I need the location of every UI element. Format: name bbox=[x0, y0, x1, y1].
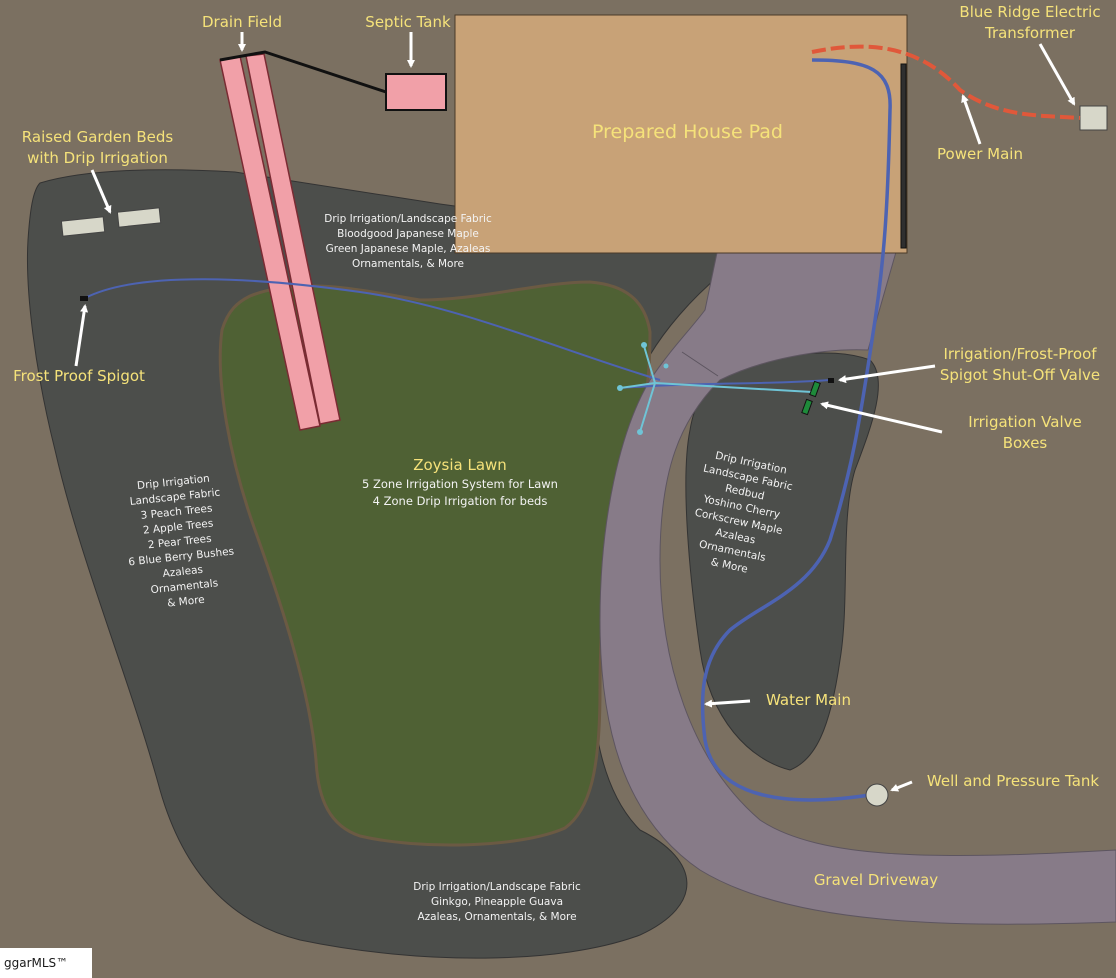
shutoff-valve-label-line-1: Irrigation/Frost-Proof bbox=[943, 345, 1097, 363]
mls-watermark: ggarMLS™ bbox=[0, 948, 92, 978]
valve-boxes-label: Irrigation Valve Boxes bbox=[955, 412, 1095, 454]
power-main-line bbox=[811, 44, 1081, 120]
shutoff-valve-label-line-2: Spigot Shut-Off Valve bbox=[939, 366, 1101, 384]
west-bed-label: Drip Irrigation Landscape Fabric 3 Peach… bbox=[108, 469, 251, 617]
north-bed-line-3: Green Japanese Maple, Azaleas bbox=[325, 243, 491, 255]
transformer-label-line-1: Blue Ridge Electric bbox=[959, 3, 1101, 21]
transformer-label: Blue Ridge Electric Transformer bbox=[950, 2, 1110, 44]
transformer-box bbox=[1079, 105, 1108, 131]
raised-garden-bed-2 bbox=[116, 207, 162, 228]
raised-beds-label-line-2: with Drip Irrigation bbox=[27, 149, 168, 167]
valve-boxes-label-line-2: Boxes bbox=[1002, 434, 1048, 452]
driveway-label: Gravel Driveway bbox=[813, 871, 939, 889]
pointer-arrows bbox=[74, 32, 1076, 792]
well-pressure-tank bbox=[865, 783, 889, 807]
raised-beds-label: Raised Garden Beds with Drip Irrigation bbox=[10, 127, 185, 169]
south-bed-line-3: Azaleas, Ornamentals, & More bbox=[417, 911, 577, 923]
house-pad bbox=[454, 14, 908, 254]
house-pad-label: Prepared House Pad bbox=[592, 121, 783, 143]
shutoff-valve bbox=[828, 378, 834, 383]
transformer-label-line-2: Transformer bbox=[984, 24, 1075, 42]
water-main-line bbox=[700, 58, 892, 802]
water-main-label: Water Main bbox=[766, 691, 851, 709]
lawn-label: Zoysia Lawn 5 Zone Irrigation System for… bbox=[350, 455, 570, 510]
north-bed-line-1: Drip Irrigation/Landscape Fabric bbox=[324, 213, 492, 225]
irrigation-lines bbox=[84, 278, 831, 435]
south-bed-line-2: Ginkgo, Pineapple Guava bbox=[430, 896, 564, 908]
septic-tank-label: Septic Tank bbox=[365, 13, 451, 31]
septic-tank bbox=[385, 73, 447, 111]
power-main-label: Power Main bbox=[937, 145, 1023, 163]
drain-field bbox=[219, 50, 387, 431]
south-bed-label: Drip Irrigation/Landscape Fabric Ginkgo,… bbox=[392, 880, 602, 925]
east-bed-label: Drip Irrigation Landscape Fabric Redbud … bbox=[669, 444, 811, 586]
north-bed-line-2: Bloodgood Japanese Maple bbox=[337, 228, 479, 240]
lawn-irrigation-zones: 5 Zone Irrigation System for Lawn bbox=[362, 477, 558, 491]
north-bed-label: Drip Irrigation/Landscape Fabric Bloodgo… bbox=[308, 212, 508, 272]
frost-proof-spigot-label: Frost Proof Spigot bbox=[13, 367, 145, 385]
well-label: Well and Pressure Tank bbox=[926, 772, 1100, 790]
shutoff-valve-label: Irrigation/Frost-Proof Spigot Shut-Off V… bbox=[930, 344, 1110, 386]
drain-field-label: Drain Field bbox=[202, 13, 282, 31]
frost-proof-spigot bbox=[80, 296, 88, 301]
landscape-bed-east bbox=[685, 352, 879, 771]
raised-garden-bed-1 bbox=[60, 216, 106, 237]
irrigation-valve-box-2 bbox=[801, 398, 813, 416]
valve-boxes-label-line-1: Irrigation Valve bbox=[968, 413, 1082, 431]
irrigation-valve-box-1 bbox=[809, 380, 821, 398]
south-bed-line-1: Drip Irrigation/Landscape Fabric bbox=[413, 881, 581, 893]
raised-beds-label-line-1: Raised Garden Beds bbox=[21, 128, 174, 146]
lawn-drip-zones: 4 Zone Drip Irrigation for beds bbox=[372, 494, 548, 508]
north-bed-line-4: Ornamentals, & More bbox=[352, 258, 464, 270]
lawn-title: Zoysia Lawn bbox=[413, 456, 507, 474]
